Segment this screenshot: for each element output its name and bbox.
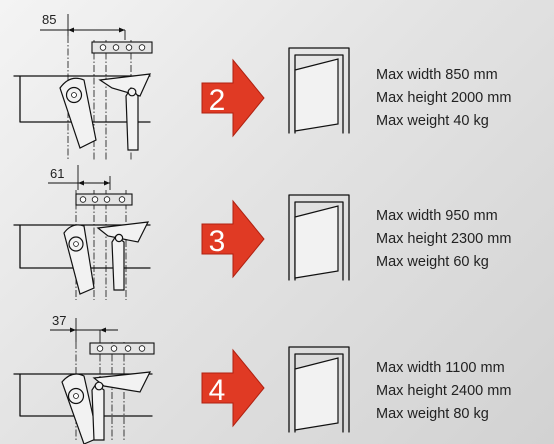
arrow-3 [201,199,265,279]
dimension-label: 85 [42,12,56,27]
section-size-2: 85 2 [13,12,511,160]
spec-max-height: Max height 2300 mm [376,231,511,247]
spec-max-width: Max width 950 mm [376,208,498,224]
spec-max-weight: Max weight 60 kg [376,254,489,270]
spec-max-weight: Max weight 80 kg [376,406,489,422]
arrow-number: 2 [209,84,226,117]
closer-drawing: 61 [13,165,151,300]
arrow-4 [201,348,265,428]
arrow-number: 4 [209,374,226,407]
dimension-label: 61 [50,166,64,181]
section-size-4: 37 4 [13,313,511,444]
spec-max-width: Max width 850 mm [376,67,498,83]
dimension-label: 37 [52,313,66,328]
arrow-number: 3 [209,225,226,258]
closer-drawing: 37 [13,313,155,444]
closer-drawing: 85 [13,12,153,160]
spec-max-width: Max width 1100 mm [376,360,505,376]
door-icon [288,346,350,433]
spec-max-height: Max height 2400 mm [376,383,511,399]
section-size-3: 61 3 [13,165,511,300]
door-icon [288,194,350,281]
spec-max-height: Max height 2000 mm [376,90,511,106]
arrow-2 [201,58,265,138]
door-icon [288,47,350,134]
spec-max-weight: Max weight 40 kg [376,113,489,129]
